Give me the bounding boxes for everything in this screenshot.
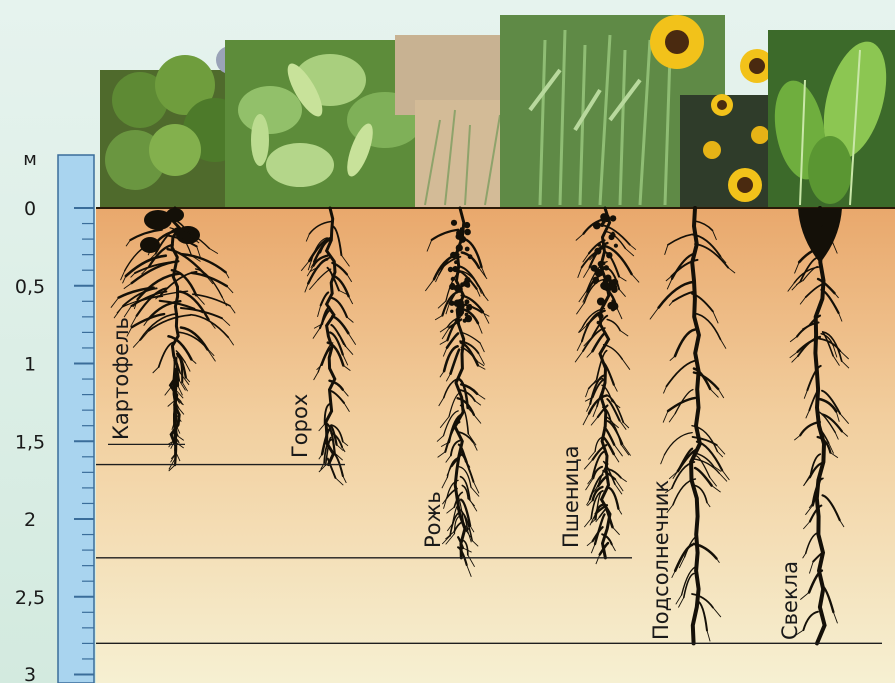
plant-label: Горох (288, 394, 312, 458)
depth-tick-label: 1,5 (15, 431, 45, 453)
depth-tick-label: 0 (24, 198, 36, 220)
depth-tick-label: 1 (24, 354, 36, 376)
plant-label: Рожь (421, 491, 445, 548)
beet-plant-image (768, 30, 895, 210)
plant-label: Картофель (109, 317, 133, 440)
depth-tick-label: 2 (24, 509, 36, 531)
plant-label: Свекла (778, 561, 802, 640)
plant-label: Пшеница (559, 446, 583, 548)
plant-label: Подсолнечник (649, 480, 673, 640)
depth-tick-label: 3 (24, 664, 36, 683)
unit-label: м (23, 149, 37, 170)
depth-tick-label: 2,5 (15, 587, 45, 609)
depth-tick-label: 0,5 (15, 276, 45, 298)
depth-ruler (58, 155, 94, 683)
